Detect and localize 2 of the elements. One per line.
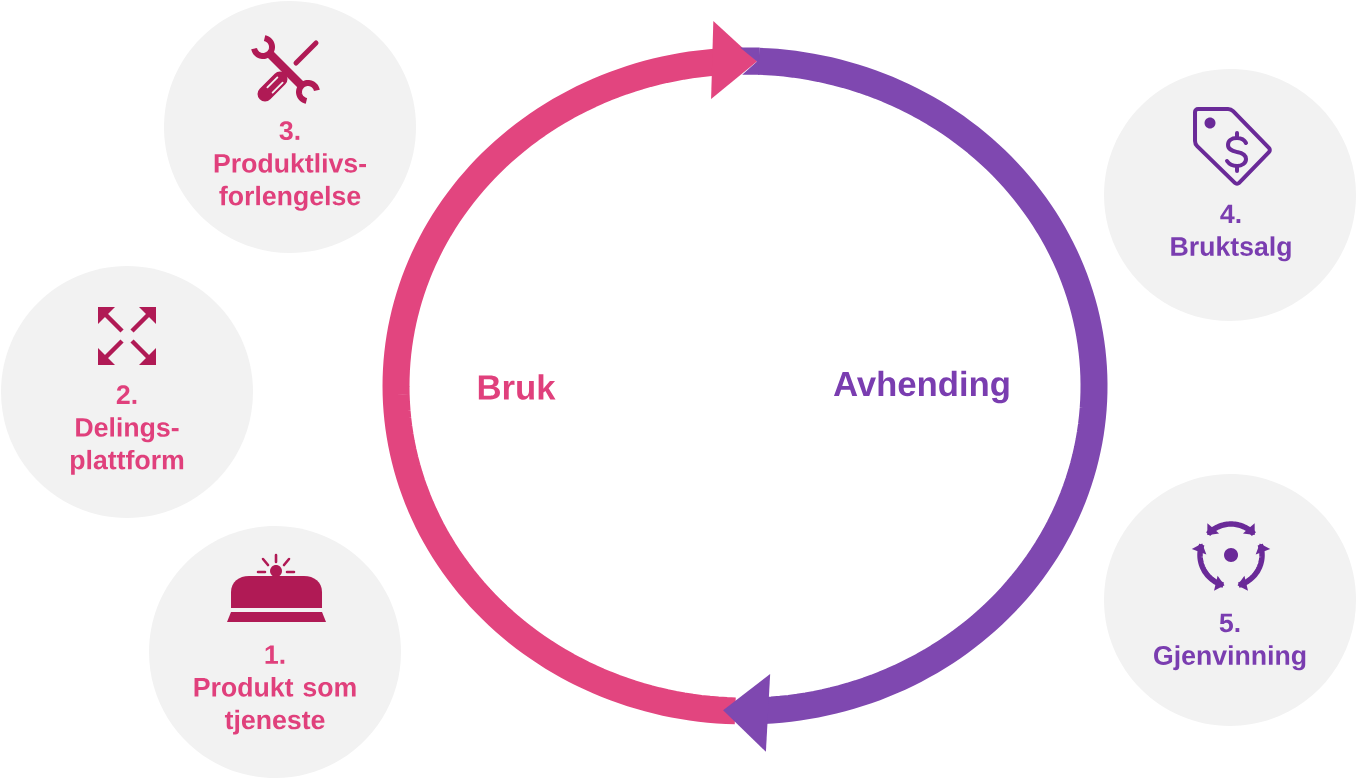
phase-label: Bruk [478, 374, 556, 400]
phase-label: Avhending [833, 370, 1009, 404]
